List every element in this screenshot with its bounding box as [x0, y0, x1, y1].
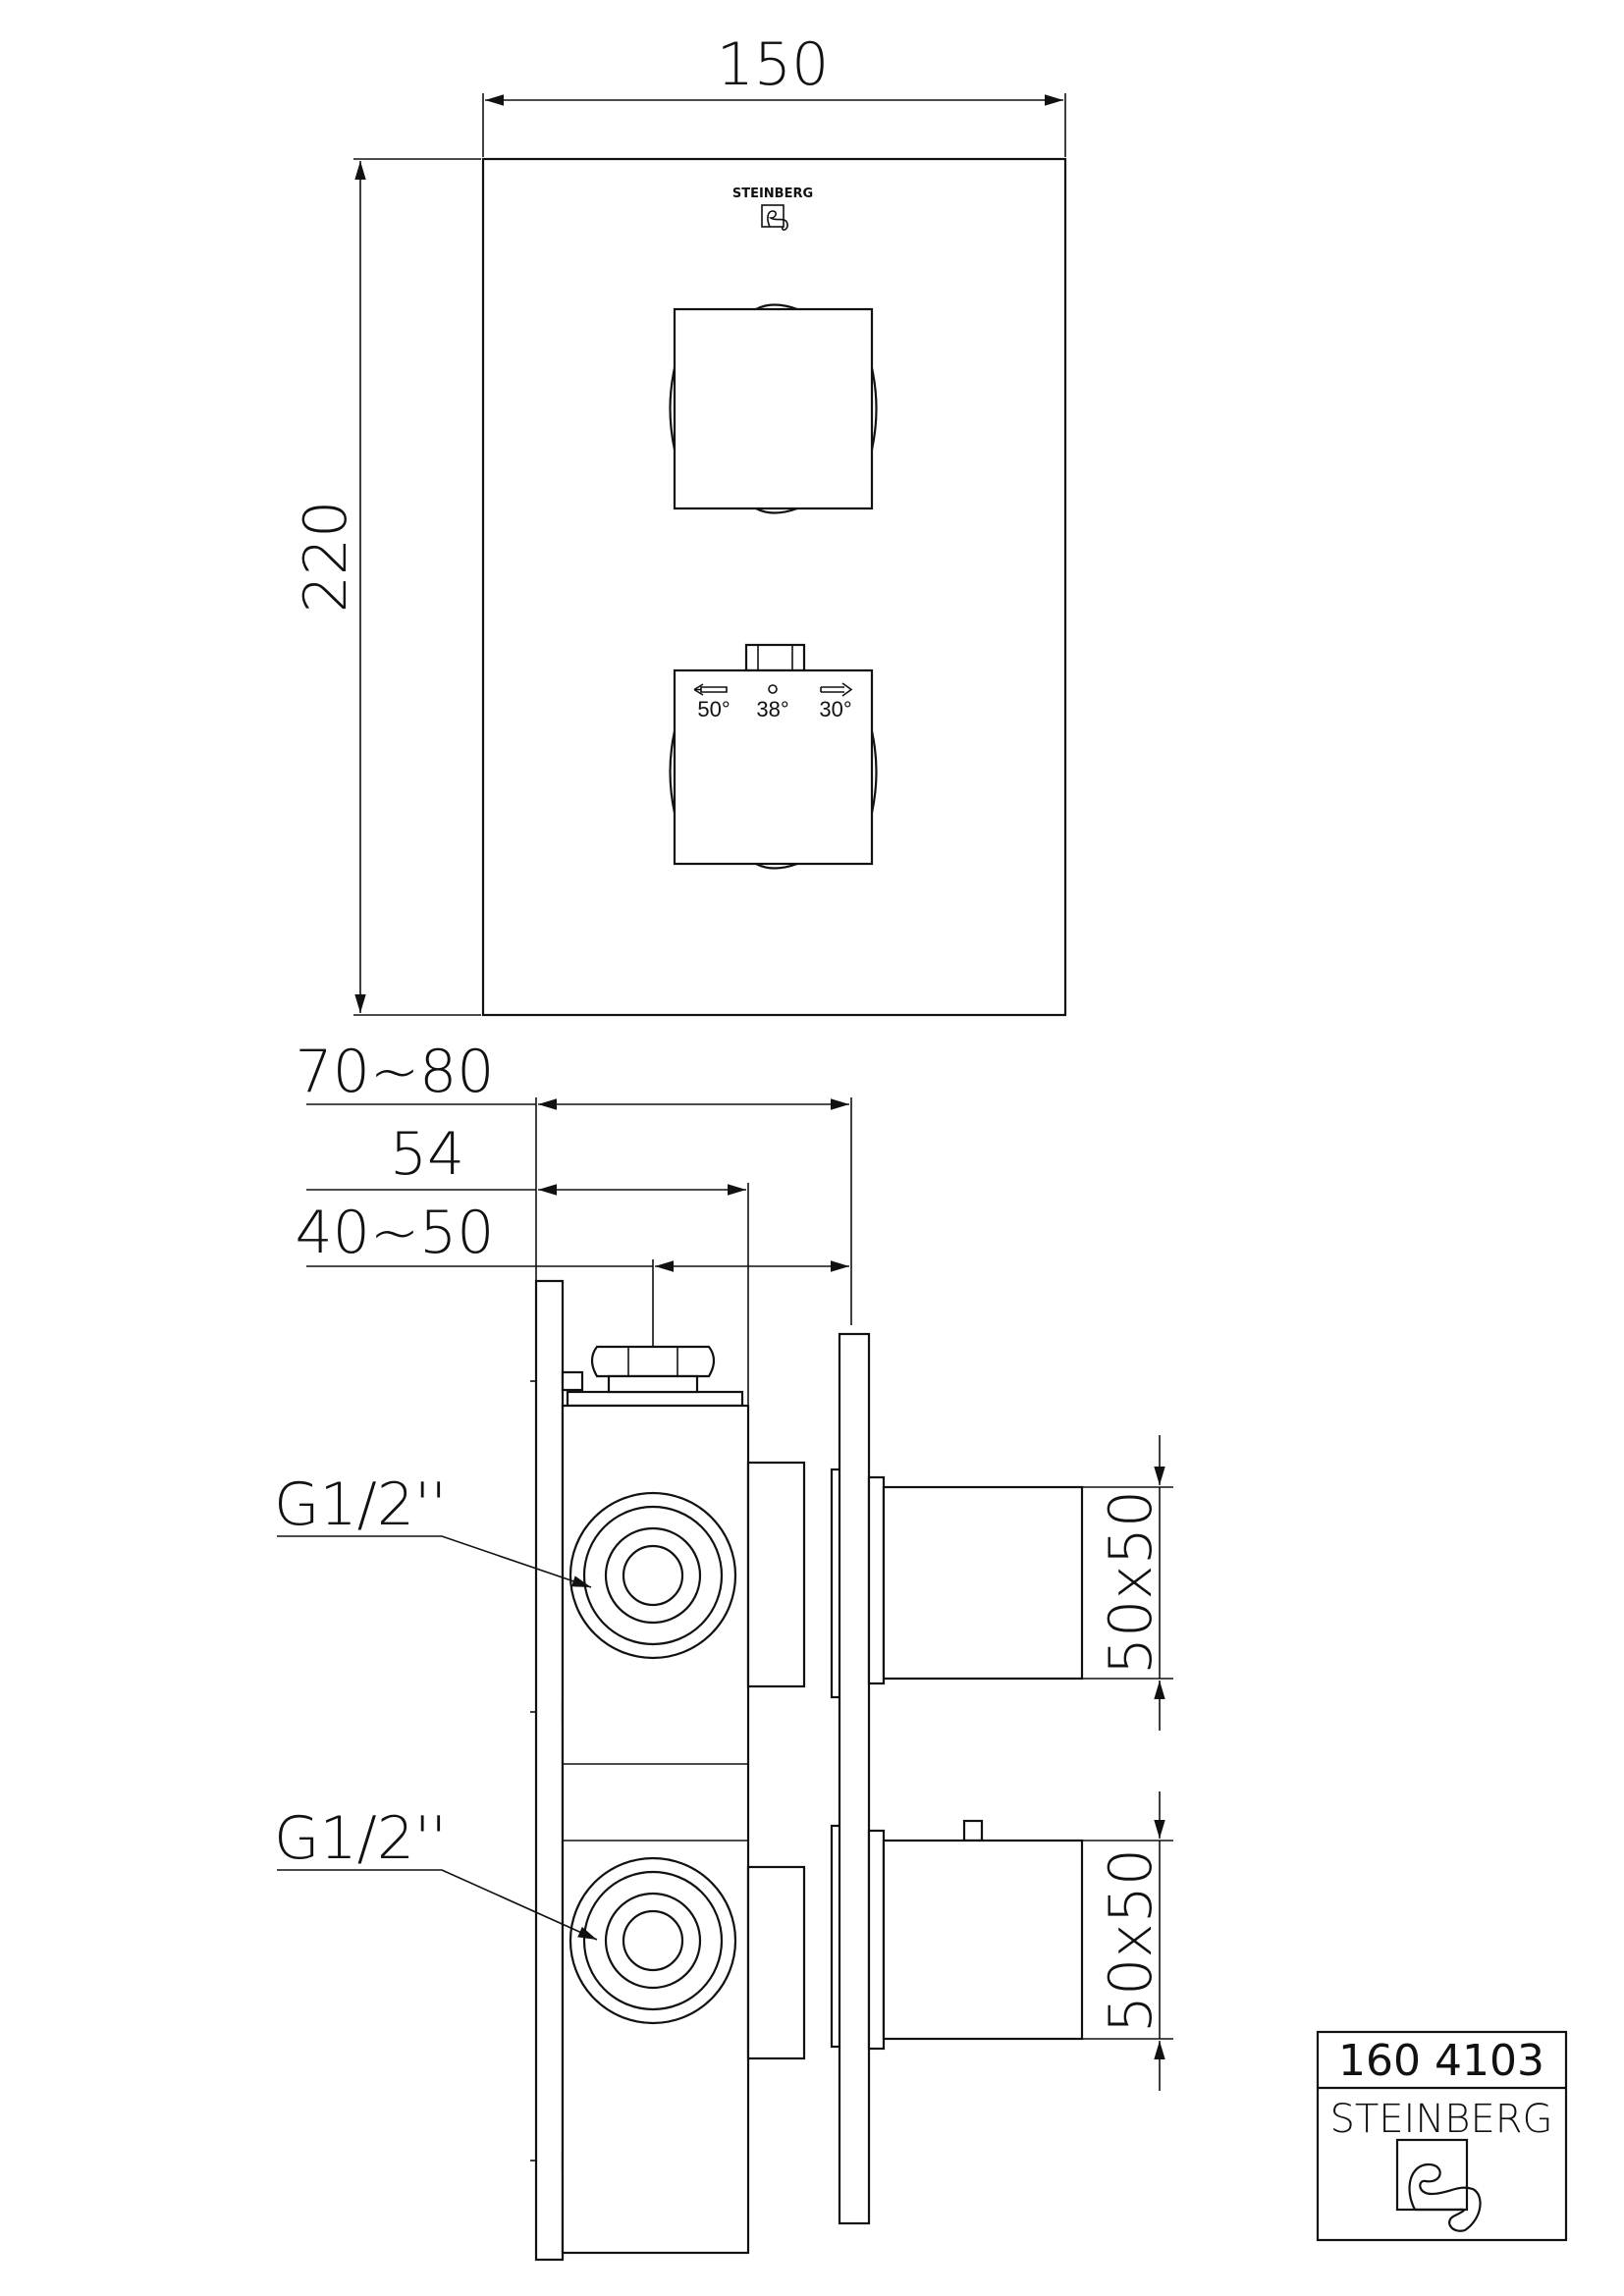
center-mark-icon [768, 684, 778, 694]
depth-body-label: 54 [390, 1120, 464, 1189]
depth-install-label: 40~50 [296, 1199, 495, 1267]
top-nut [566, 1345, 744, 1408]
lower-port [568, 1856, 737, 2025]
flow-knob-side [882, 1485, 1084, 1681]
spacer-lower [746, 1865, 806, 2060]
article-number: 160 4103 [1338, 2036, 1544, 2086]
temp-label-38: 38° [756, 697, 788, 721]
port-label-lower: G1/2'' [274, 1804, 447, 1873]
thermostat-knob-side [882, 1839, 1084, 2041]
steinberg-logo-icon [1395, 2138, 1482, 2232]
thermostat-knob: 50° 38° 30° [669, 643, 878, 870]
front-view: 150 220 STEINBERG [292, 30, 1067, 1017]
upper-port [568, 1491, 737, 1660]
front-plate-side [838, 1332, 871, 2225]
knob-dimension-label-upper: 50x50 [1097, 1490, 1165, 1675]
arrow-right-icon [820, 682, 853, 697]
face-plate [481, 157, 1067, 1017]
port-label-upper: G1/2'' [274, 1470, 447, 1539]
mounting-plate [534, 1279, 565, 2262]
spacer-upper [746, 1461, 806, 1688]
brand-name: STEINBERG [1329, 2097, 1552, 2142]
temp-label-30: 30° [819, 697, 851, 721]
plate-logo-text: STEINBERG [732, 187, 813, 201]
port-leader-lower [277, 1869, 598, 1941]
flow-control-knob [669, 303, 878, 514]
height-dimension-label: 220 [292, 501, 360, 614]
knob-dimension-label-lower: 50x50 [1097, 1848, 1165, 2033]
port-leader-upper [277, 1535, 592, 1588]
temp-label-50: 50° [697, 697, 730, 721]
safety-stop-button [744, 643, 806, 672]
title-block: 160 4103 STEINBERG [1316, 2030, 1568, 2242]
plate-logo: STEINBERG [732, 187, 813, 231]
valve-body [561, 1404, 750, 2255]
width-dimension-label: 150 [717, 30, 830, 99]
depth-total-label: 70~80 [296, 1038, 495, 1106]
side-view: 70~80 54 40~50 [274, 1038, 1173, 2262]
